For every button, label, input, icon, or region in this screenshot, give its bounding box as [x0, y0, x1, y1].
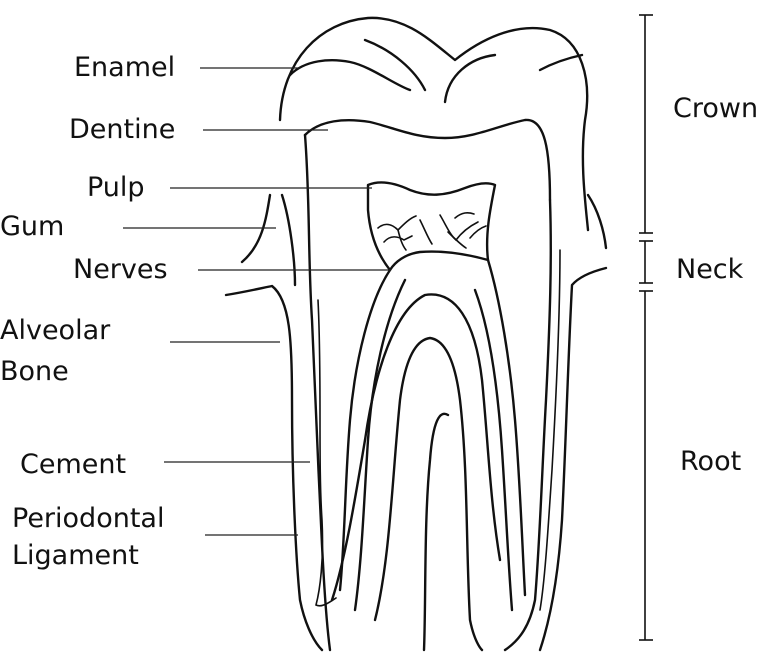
tooth-illustration: [226, 18, 606, 650]
nerves-branches: [378, 213, 486, 250]
label-enamel: Enamel: [74, 52, 175, 83]
crown-fissure-right: [445, 55, 495, 102]
label-crown: Crown: [673, 93, 758, 124]
label-cement: Cement: [20, 449, 126, 480]
region-scale-bar: [639, 15, 653, 640]
label-root: Root: [680, 446, 741, 477]
root-innermost-left: [424, 414, 448, 650]
root-inner-left: [332, 294, 500, 600]
label-periodontal-ligament-line1: Periodontal: [12, 503, 164, 534]
gum-left-inner: [282, 195, 295, 285]
label-gum: Gum: [0, 211, 64, 242]
label-alveolar-bone-line2: Bone: [0, 356, 69, 387]
label-periodontal-ligament-line2: Ligament: [12, 540, 139, 571]
label-pulp: Pulp: [87, 172, 145, 203]
pulp-chamber: [368, 183, 495, 270]
cement-line-left: [316, 300, 336, 606]
label-nerves: Nerves: [73, 254, 168, 285]
label-alveolar-bone-line1: Alveolar: [0, 315, 111, 346]
gum-right: [588, 195, 606, 248]
label-dentine: Dentine: [69, 114, 175, 145]
enamel-inner-line: [290, 60, 410, 90]
root-outer-left: [305, 135, 330, 650]
part-labels: Enamel Dentine Pulp Gum Nerves Alveolar …: [0, 52, 175, 571]
region-labels: Crown Neck Root: [673, 93, 758, 477]
alveolar-bone-left: [226, 286, 322, 650]
left-root-canal-inner: [355, 280, 405, 610]
crown-right-top: [540, 55, 582, 70]
label-neck: Neck: [676, 254, 744, 285]
